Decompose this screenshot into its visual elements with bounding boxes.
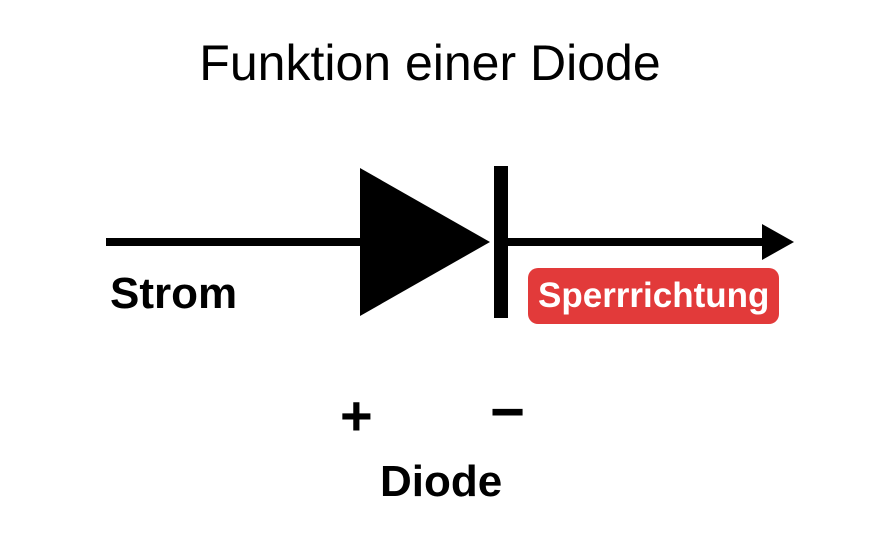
arrow-right-icon: [762, 224, 794, 260]
minus-label: −: [490, 378, 526, 445]
status-badge: Sperrrichtung: [528, 268, 780, 324]
plus-label: +: [340, 384, 373, 447]
current-label: Strom: [110, 269, 238, 318]
page-title: Funktion einer Diode: [199, 34, 661, 91]
diode-triangle: [360, 168, 490, 316]
diode-bar: [494, 166, 508, 318]
component-label: Diode: [380, 457, 503, 506]
